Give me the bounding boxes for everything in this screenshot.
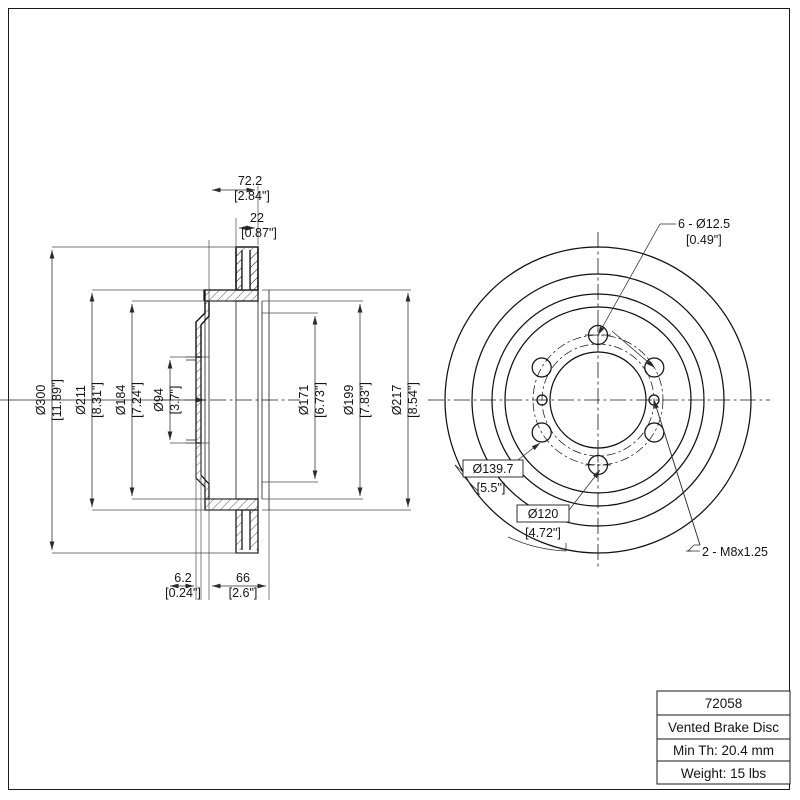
dim-d171-imperial: [6.73"] (313, 382, 327, 418)
thread-hole-callout: 2 - M8x1.25 (702, 545, 768, 559)
bolt-circle-label-box (462, 459, 524, 478)
side-view-geometry (158, 246, 300, 554)
side-view-bottom-dimensions: 6.2 [0.24"] 66 [2.6"] (165, 443, 270, 600)
front-view-boxed-labels: Ø139.7 [5.5"] Ø120 [4.72"] (462, 459, 570, 540)
dim-d171-metric: Ø171 (297, 385, 311, 416)
dim-d184-imperial: [7.24"] (130, 382, 144, 418)
weight-text: Weight: 15 lbs (681, 766, 767, 781)
bolt-hole (531, 422, 552, 443)
dim-d211-imperial: [8.31"] (90, 382, 104, 418)
dim-d184-metric: Ø184 (114, 385, 128, 416)
center-bore-circle (549, 351, 647, 449)
bolt-hole (531, 357, 552, 378)
bolt-hole-callout-line1: 6 - Ø12.5 (678, 217, 730, 231)
dim-t62-imperial: [0.24"] (165, 586, 201, 600)
dim-d94-imperial: [3.7"] (168, 386, 182, 415)
part-name-text: Vented Brake Disc (668, 720, 779, 735)
dim-w722-metric: 72.2 (238, 174, 262, 188)
hat-outer-circle (491, 293, 705, 507)
thread-hole (536, 394, 548, 406)
dim-t62-metric: 6.2 (174, 571, 191, 585)
dim-od-imperial: [11.89"] (50, 379, 64, 421)
dim-w22-imperial: [0.87"] (241, 226, 277, 240)
dim-w722-imperial: [2.84"] (234, 189, 270, 203)
bolt-circle-imperial: [5.5"] (477, 481, 506, 495)
dim-d217-metric: Ø217 (390, 385, 404, 416)
dim-w22-metric: 22 (250, 211, 264, 225)
pilot-circle-metric: Ø120 (528, 507, 559, 521)
pilot-circle-label-box (516, 504, 570, 523)
dim-od-metric: Ø300 (34, 385, 48, 416)
bolt-hole (644, 422, 665, 443)
side-view-right-dimensions: Ø171 [6.73"] Ø199 [7.83"] Ø217 [8.54"] (262, 289, 420, 511)
dim-d211-metric: Ø211 (74, 385, 88, 415)
front-view-geometry (428, 232, 770, 570)
dim-d199-imperial: [7.83"] (358, 382, 372, 418)
title-block-row (656, 760, 791, 785)
part-number-text: 72058 (705, 696, 743, 711)
dim-t66-metric: 66 (236, 571, 250, 585)
dim-d94-metric: Ø94 (152, 388, 166, 412)
pilot-circle-imperial: [4.72"] (525, 526, 561, 540)
hat-step-circle (504, 306, 692, 494)
rotor-face-circle (471, 273, 725, 527)
title-block-group: 72058 Vented Brake Disc Min Th: 20.4 mm … (656, 690, 791, 785)
dim-d199-metric: Ø199 (342, 385, 356, 416)
front-view-leaders (454, 223, 701, 552)
bolt-hole-callout-line2: [0.49"] (686, 233, 722, 247)
min-thickness-text: Min Th: 20.4 mm (673, 743, 774, 758)
bolt-circle-metric: Ø139.7 (472, 462, 513, 476)
front-view-leader-labels: 6 - Ø12.5 [0.49"] 2 - M8x1.25 (678, 217, 768, 559)
dim-d217-imperial: [8.54"] (406, 382, 420, 418)
dim-t66-imperial: [2.6"] (229, 586, 258, 600)
side-view-left-dimensions: Ø300 [11.89"] Ø211 [8.31"] Ø184 [7.24"] … (0, 246, 258, 554)
outer-diameter-circle (444, 246, 752, 554)
bolt-hole (644, 357, 665, 378)
side-view-top-dimensions: 72.2 [2.84"] 22 [0.87"] (208, 174, 277, 300)
